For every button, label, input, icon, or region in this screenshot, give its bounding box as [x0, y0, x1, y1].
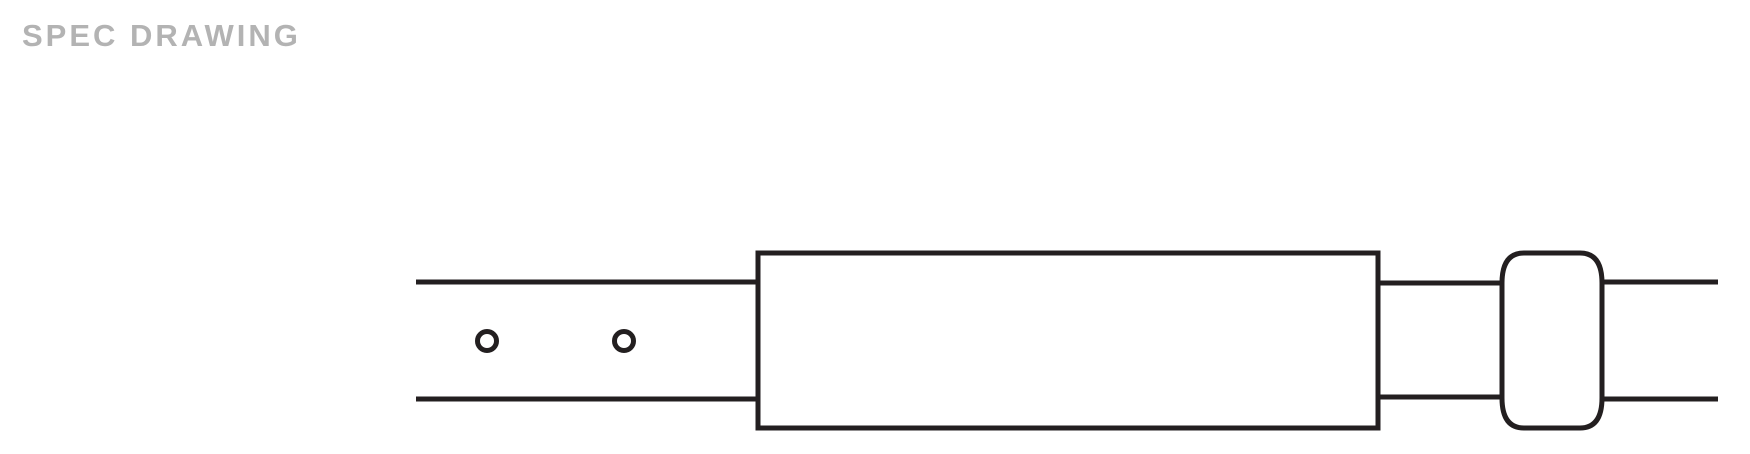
strap-keeper-loop [1499, 250, 1605, 431]
drawing-strokes [416, 250, 1718, 431]
page-title: SPEC DRAWING [22, 18, 301, 53]
buckle-body [755, 250, 1381, 431]
strap-hole-1 [475, 329, 499, 353]
strap-hole-2 [612, 329, 636, 353]
